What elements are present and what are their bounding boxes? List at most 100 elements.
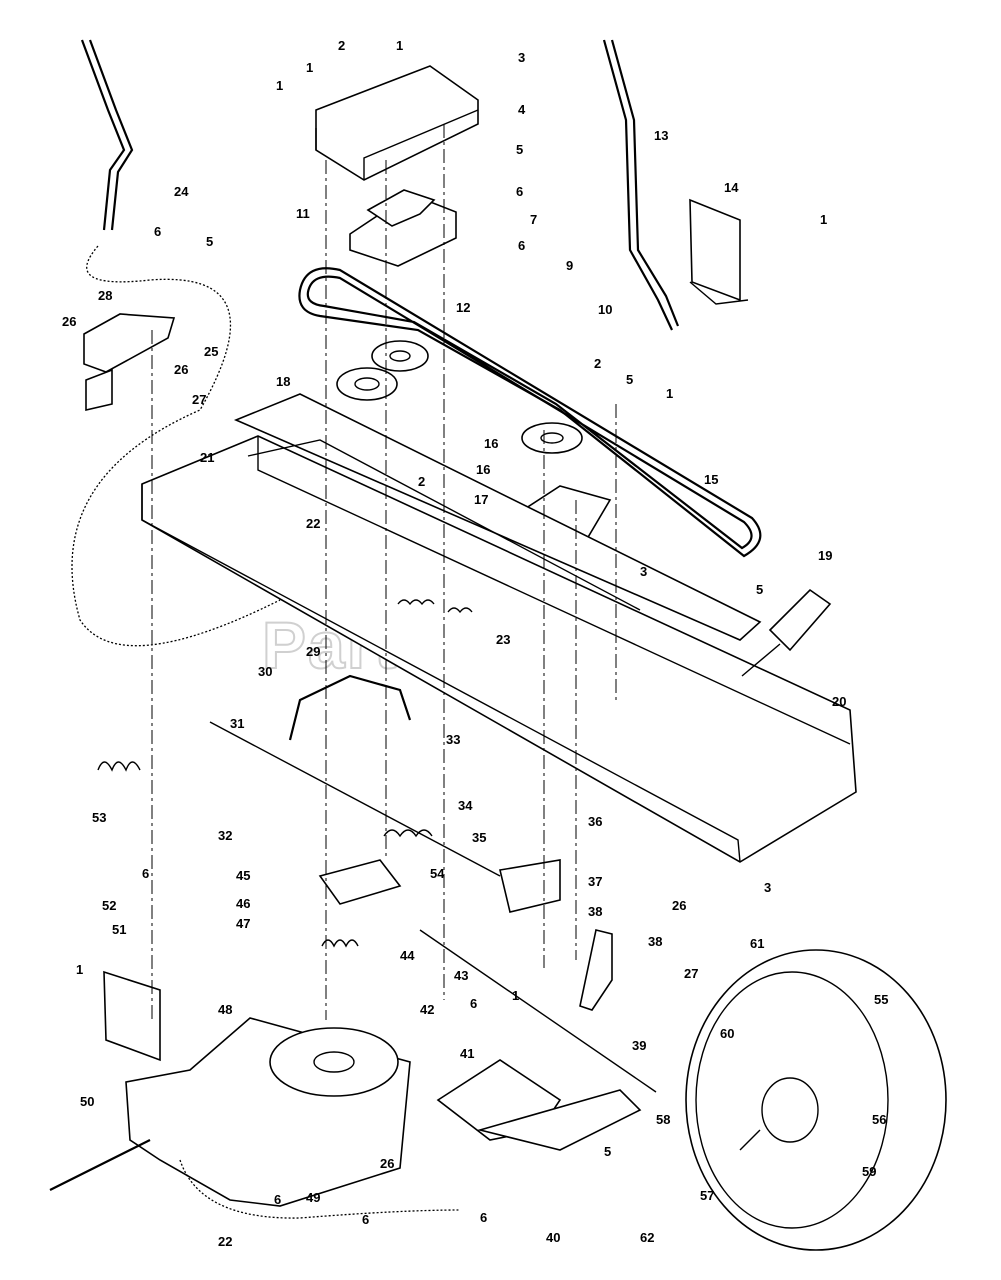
callout-24: 24 bbox=[174, 184, 189, 199]
callout-36: 36 bbox=[588, 814, 602, 829]
callout-42: 42 bbox=[420, 1002, 434, 1017]
callout-5: 5 bbox=[756, 582, 763, 597]
callout-labels: 1 1 1 1 1 1 1 2 2 2 3 3 3 4 5 5 5 5 5 6 … bbox=[62, 38, 888, 1249]
axle-left bbox=[49, 1139, 151, 1191]
callout-26: 26 bbox=[672, 898, 686, 913]
callout-44: 44 bbox=[400, 948, 415, 963]
idler-pulley-18 bbox=[336, 367, 398, 401]
callout-52: 52 bbox=[102, 898, 116, 913]
callout-50: 50 bbox=[80, 1094, 94, 1109]
callout-51: 51 bbox=[112, 922, 126, 937]
callout-6: 6 bbox=[142, 866, 149, 881]
callout-48: 48 bbox=[218, 1002, 232, 1017]
callout-26: 26 bbox=[380, 1156, 394, 1171]
callout-22: 22 bbox=[306, 516, 320, 531]
callout-3: 3 bbox=[764, 880, 771, 895]
callout-6: 6 bbox=[470, 996, 477, 1011]
callout-1: 1 bbox=[276, 78, 283, 93]
bracket-28 bbox=[83, 313, 176, 373]
callout-38: 38 bbox=[648, 934, 662, 949]
callout-37: 37 bbox=[588, 874, 602, 889]
callout-53: 53 bbox=[92, 810, 106, 825]
callout-5: 5 bbox=[206, 234, 213, 249]
callout-60: 60 bbox=[720, 1026, 734, 1041]
callout-34: 34 bbox=[458, 798, 473, 813]
lever-30 bbox=[288, 674, 412, 741]
spring-44 bbox=[321, 939, 359, 948]
spring-23 bbox=[397, 599, 473, 614]
callout-49: 49 bbox=[306, 1190, 320, 1205]
callout-12: 12 bbox=[456, 300, 470, 315]
transaxle-pulley bbox=[269, 1027, 399, 1097]
callout-54: 54 bbox=[430, 866, 445, 881]
callout-15: 15 bbox=[704, 472, 718, 487]
callout-6: 6 bbox=[154, 224, 161, 239]
callout-3: 3 bbox=[518, 50, 525, 65]
callout-27: 27 bbox=[192, 392, 206, 407]
bracket-37 bbox=[499, 859, 561, 913]
drawing-lines bbox=[49, 39, 947, 1251]
callout-9: 9 bbox=[566, 258, 573, 273]
callout-39: 39 bbox=[632, 1038, 646, 1053]
callout-58: 58 bbox=[656, 1112, 670, 1127]
mount-plate bbox=[315, 65, 479, 181]
callout-1: 1 bbox=[512, 988, 519, 1003]
idler-pulley-16b bbox=[521, 422, 583, 454]
bracket-14 bbox=[689, 198, 741, 302]
callout-22: 22 bbox=[218, 1234, 232, 1249]
callout-1: 1 bbox=[396, 38, 403, 53]
callout-13: 13 bbox=[654, 128, 668, 143]
pedal-grip bbox=[768, 588, 832, 652]
bracket-38 bbox=[579, 929, 613, 1011]
callout-11: 11 bbox=[296, 206, 310, 221]
callout-1: 1 bbox=[76, 962, 83, 977]
callout-29: 29 bbox=[306, 644, 320, 659]
idler-pulley-16a bbox=[371, 340, 429, 372]
callout-57: 57 bbox=[700, 1188, 714, 1203]
callout-2: 2 bbox=[338, 38, 345, 53]
callout-16: 16 bbox=[476, 462, 490, 477]
callout-56: 56 bbox=[872, 1112, 886, 1127]
callout-6: 6 bbox=[362, 1212, 369, 1227]
callout-16: 16 bbox=[484, 436, 498, 451]
callout-23: 23 bbox=[496, 632, 510, 647]
spring-34 bbox=[383, 829, 433, 838]
callout-61: 61 bbox=[750, 936, 764, 951]
callout-3: 3 bbox=[640, 564, 647, 579]
callout-27: 27 bbox=[684, 966, 698, 981]
callout-18: 18 bbox=[276, 374, 290, 389]
callout-40: 40 bbox=[546, 1230, 560, 1245]
callout-7: 7 bbox=[530, 212, 537, 227]
callout-28: 28 bbox=[98, 288, 112, 303]
callout-14: 14 bbox=[724, 180, 739, 195]
callout-2: 2 bbox=[418, 474, 425, 489]
frame-rail-upper bbox=[233, 393, 762, 641]
callout-6: 6 bbox=[516, 184, 523, 199]
callout-5: 5 bbox=[604, 1144, 611, 1159]
callout-43: 43 bbox=[454, 968, 468, 983]
callout-31: 31 bbox=[230, 716, 244, 731]
callout-59: 59 bbox=[862, 1164, 876, 1179]
callout-55: 55 bbox=[874, 992, 888, 1007]
shift-rod bbox=[80, 39, 126, 231]
callout-46: 46 bbox=[236, 896, 250, 911]
callout-35: 35 bbox=[472, 830, 486, 845]
callout-17: 17 bbox=[474, 492, 488, 507]
callout-26: 26 bbox=[62, 314, 76, 329]
callout-47: 47 bbox=[236, 916, 250, 931]
callout-6: 6 bbox=[274, 1192, 281, 1207]
callout-6: 6 bbox=[480, 1210, 487, 1225]
callout-1: 1 bbox=[666, 386, 673, 401]
callout-33: 33 bbox=[446, 732, 460, 747]
bracket-51 bbox=[103, 970, 161, 1062]
callout-6: 6 bbox=[518, 238, 525, 253]
callout-1: 1 bbox=[306, 60, 313, 75]
callout-41: 41 bbox=[460, 1046, 474, 1061]
callout-4: 4 bbox=[518, 102, 526, 117]
callout-32: 32 bbox=[218, 828, 232, 843]
bracket-54 bbox=[318, 859, 402, 905]
control-rod bbox=[602, 39, 673, 331]
callout-19: 19 bbox=[818, 548, 832, 563]
